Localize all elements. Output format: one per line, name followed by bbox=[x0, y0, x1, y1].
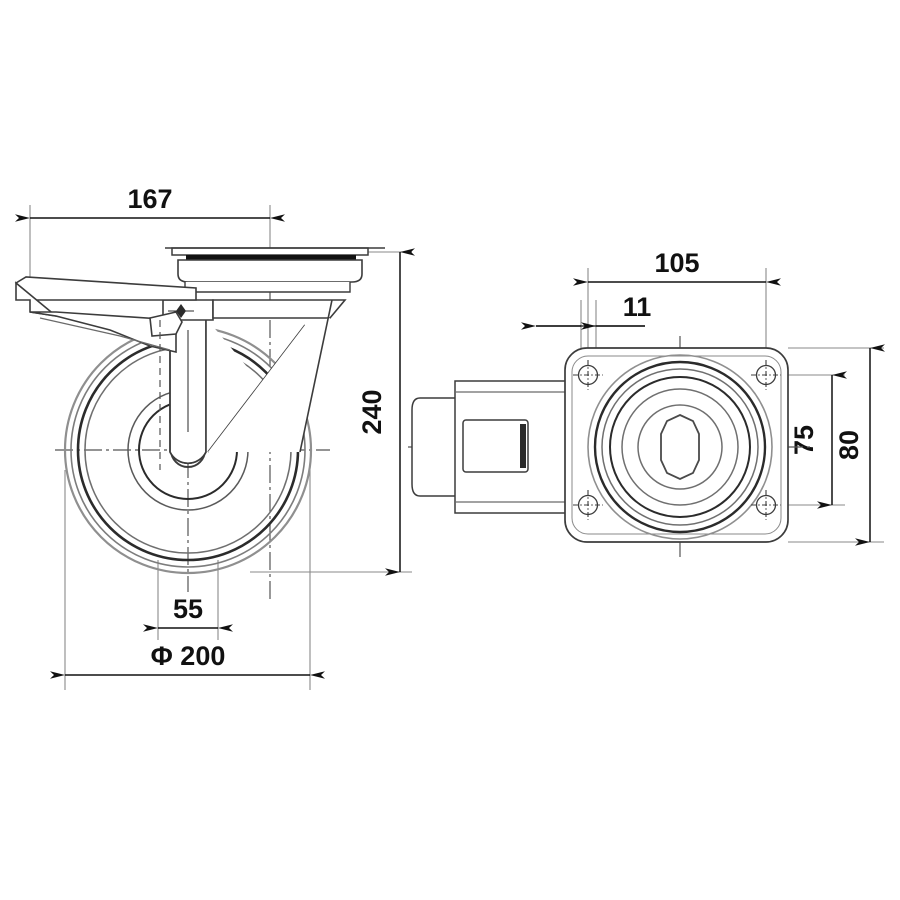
raceway-ring-1 bbox=[587, 354, 773, 540]
dimension-167: 167 bbox=[15, 184, 285, 222]
dimension-240-label: 240 bbox=[357, 389, 387, 434]
fork-shoulder-right bbox=[212, 299, 347, 319]
plate-top-body bbox=[171, 247, 369, 256]
brake-pedal-body bbox=[29, 311, 177, 354]
dimension-55: 55 bbox=[143, 594, 233, 632]
top-mounting-plate bbox=[165, 247, 385, 293]
raceway-ring-2 bbox=[593, 360, 767, 534]
brake-cam bbox=[149, 311, 183, 337]
fork-arm-window bbox=[462, 419, 529, 473]
fork-leg-outline bbox=[169, 318, 207, 465]
dimension-105-label: 105 bbox=[654, 248, 699, 278]
dimension-11-label: 11 bbox=[623, 292, 652, 322]
dimension-55-label: 55 bbox=[173, 594, 203, 624]
fork-yoke bbox=[162, 299, 347, 453]
brake-pedal-crease bbox=[39, 317, 171, 351]
swivel-raceway-plan bbox=[587, 354, 773, 540]
raceway-ring-4 bbox=[609, 376, 751, 518]
plate-inner-outline-top bbox=[571, 355, 782, 535]
fork-arm-window-shadow bbox=[520, 424, 526, 468]
kingpin-boss bbox=[637, 404, 723, 490]
dimension-75-label: 75 bbox=[789, 425, 819, 455]
dimension-167-label: 167 bbox=[127, 184, 172, 214]
fork-web-edge bbox=[299, 299, 333, 453]
brake-lever-tip bbox=[15, 281, 59, 318]
dimension-80: 80 bbox=[834, 344, 885, 546]
fork-arm-plan bbox=[411, 380, 571, 514]
side-elevation-view: 167 240 55 Φ 200 bbox=[14, 184, 415, 690]
raceway-ring-5 bbox=[621, 388, 739, 506]
dimension-240: 240 bbox=[357, 248, 415, 576]
brake-pivot-mark bbox=[168, 304, 194, 318]
top-plan-view: 105 11 75 80 bbox=[408, 248, 885, 558]
raceway-ring-3 bbox=[601, 368, 759, 526]
fork-arm-end-cap bbox=[411, 397, 461, 497]
swivel-race-housing bbox=[177, 259, 363, 283]
brake-lever bbox=[14, 276, 197, 354]
dimension-75: 75 bbox=[789, 371, 847, 509]
dimension-diameter-200: Φ 200 bbox=[50, 641, 325, 679]
dimension-diameter-200-label: Φ 200 bbox=[151, 641, 226, 671]
dimension-105: 105 bbox=[573, 248, 781, 286]
swivel-race-lower bbox=[184, 282, 351, 293]
dimension-80-label: 80 bbox=[834, 430, 864, 460]
dimension-11: 11 bbox=[521, 292, 652, 330]
plate-shim bbox=[186, 255, 356, 260]
fork-web-fill bbox=[208, 318, 330, 452]
kingpin-nut-octagon bbox=[660, 414, 700, 480]
